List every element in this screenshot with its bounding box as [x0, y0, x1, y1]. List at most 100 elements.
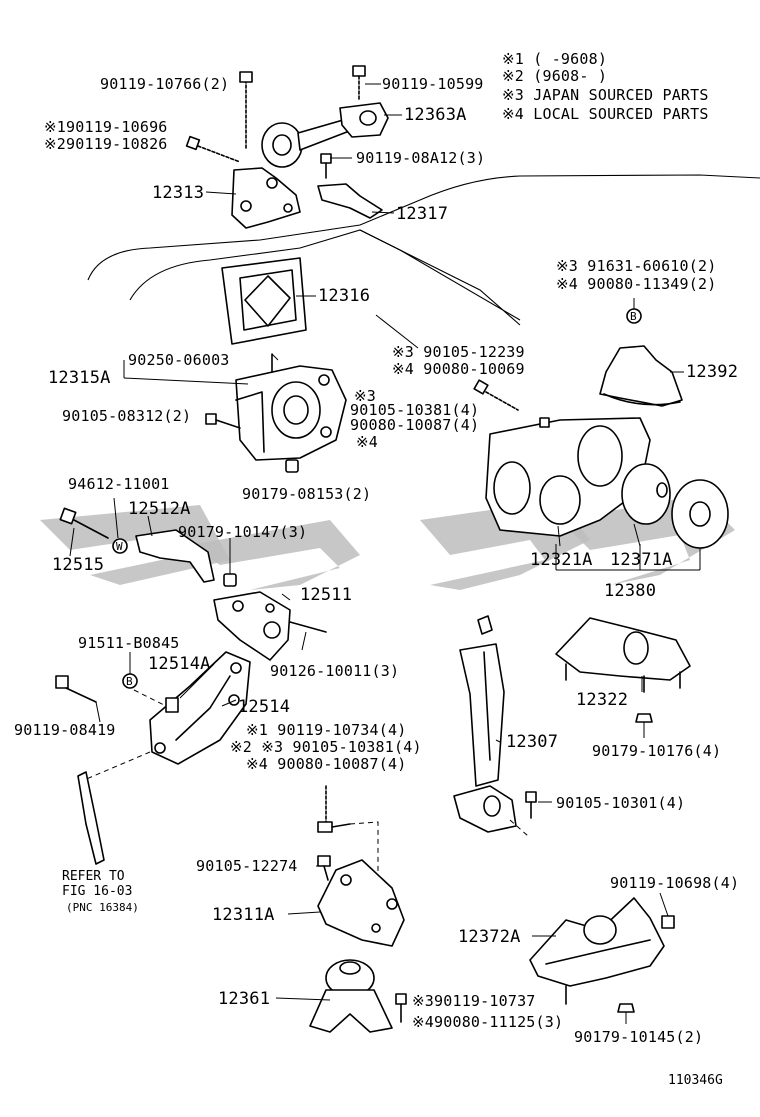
nut-90179-10145: [617, 1003, 635, 1013]
leader-dash-12514A: [133, 689, 167, 707]
label-90080-10069: ※4 90080-10069: [392, 360, 525, 378]
part-12392: [599, 345, 683, 407]
label-12361: 12361: [218, 989, 270, 1009]
label-90080-10087: 90080-10087(4): [350, 416, 479, 434]
leader-lines: [69, 83, 701, 1024]
part-labels: 90119-10766(2) 90119-10599 12363A ※19011…: [14, 75, 739, 1088]
washer-94612-11001: W: [112, 538, 128, 554]
part-12371A: [621, 463, 671, 525]
nut-90179-10147: [223, 573, 237, 587]
label-12514: 12514: [238, 697, 290, 717]
label-90119-10826: ※290119-10826: [44, 135, 168, 153]
label-90119-10696: ※190119-10696: [44, 118, 168, 136]
label-90080-11125: ※490080-11125(3): [412, 1013, 563, 1031]
part-12380: [671, 479, 729, 549]
part-12313: [231, 167, 301, 229]
bolt-90119-10734: [317, 785, 351, 833]
label-90119-08A12: 90119-08A12(3): [356, 149, 485, 167]
bolt-90105-12274: [317, 855, 331, 881]
label-12315A: 12315A: [48, 368, 111, 388]
part-12317: [317, 183, 383, 219]
bolt-90105-08312: [205, 413, 241, 429]
legend: ※1 ( -9608) ※2 (9608- ) ※3 JAPAN SOURCED…: [502, 50, 709, 123]
label-91511-B0845: 91511-B0845: [78, 634, 180, 652]
label-refer-2: FIG 16-03: [62, 884, 132, 899]
legend-note-1: ※1 ( -9608): [502, 50, 607, 68]
label-12311A: 12311A: [212, 905, 275, 925]
label-90119-10766: 90119-10766(2): [100, 75, 229, 93]
label-12514A: 12514A: [148, 654, 211, 674]
leader-dash-12311A: [349, 821, 379, 890]
label-94612-11001: 94612-11001: [68, 475, 170, 493]
legend-note-3: ※3 JAPAN SOURCED PARTS: [502, 86, 709, 104]
washer-b-symbol-2: B: [630, 310, 637, 323]
washer-b-symbol-1: B: [126, 675, 133, 688]
label-12322: 12322: [576, 690, 628, 710]
label-12380: 12380: [604, 581, 656, 601]
label-90119-10737: ※390119-10737: [412, 992, 536, 1010]
part-12514: [149, 651, 251, 765]
label-12313: 12313: [152, 183, 204, 203]
label-12372A: 12372A: [458, 927, 521, 947]
label-91631-60610: ※3 91631-60610(2): [556, 257, 716, 275]
label-90105-12239: ※3 90105-12239: [392, 343, 525, 361]
label-90179-10176: 90179-10176(4): [592, 742, 721, 760]
bolt-90126-10011: [289, 621, 327, 633]
part-12363A: [261, 102, 389, 168]
label-90250-06003: 90250-06003: [128, 351, 230, 369]
label-note-3a: ※3: [354, 387, 376, 405]
part-refer-strap: [77, 771, 105, 865]
label-90105-10301: 90105-10301(4): [556, 794, 685, 812]
bolt-90105-10301: [525, 791, 537, 819]
bolt-90119-10696: [185, 135, 241, 163]
figure-id: 110346G: [668, 1073, 723, 1088]
part-12311A: [317, 859, 405, 947]
washer-w-symbol: W: [116, 540, 123, 553]
leader-dash-12307: [509, 819, 529, 837]
bolt-90119-10737: [395, 985, 567, 1023]
bolt-90119-10766: [239, 71, 253, 151]
label-12511: 12511: [300, 585, 352, 605]
part-12514A: [165, 697, 179, 713]
nut-90179-08153: [285, 459, 299, 473]
label-refer-1: REFER TO: [62, 869, 125, 884]
label-12392: 12392: [686, 362, 738, 382]
part-12321A: [485, 417, 651, 537]
part-12511: [213, 591, 291, 661]
part-12307: [453, 615, 517, 833]
nut-90179-10176: [635, 713, 653, 723]
bolts-90105-10381: [473, 379, 550, 428]
leader-dash-refer: [83, 751, 151, 781]
label-90105-12274: 90105-12274: [196, 857, 298, 875]
label-90119-08419: 90119-08419: [14, 721, 116, 739]
bolt-12515: [59, 507, 109, 539]
label-90119-10698: 90119-10698(4): [610, 874, 739, 892]
engine-outline: [87, 174, 760, 326]
label-12363A: 12363A: [404, 105, 467, 125]
label-90179-10145: 90179-10145(2): [574, 1028, 703, 1046]
bolt-90119-08A12: [320, 153, 332, 179]
label-note-4a: ※4: [356, 433, 378, 451]
label-12307: 12307: [506, 732, 558, 752]
label-90179-10147: 90179-10147(3): [178, 523, 307, 541]
label-12512A: 12512A: [128, 499, 191, 519]
label-90105-10381: 90105-10381(4): [350, 401, 479, 419]
label-90080-11349: ※4 90080-11349(2): [556, 275, 716, 293]
part-12361: [309, 959, 393, 1033]
legend-note-2: ※2 (9608- ): [502, 67, 607, 85]
label-refer-3: (PNC 16384): [66, 901, 139, 914]
bolt-90119-08419: [55, 675, 97, 703]
label-12371A: 12371A: [610, 550, 673, 570]
label-90105-10381-b: ※2 ※3 90105-10381(4): [230, 738, 422, 756]
label-90119-10599: 90119-10599: [382, 75, 484, 93]
legend-note-4: ※4 LOCAL SOURCED PARTS: [502, 105, 709, 123]
label-90179-08153: 90179-08153(2): [242, 485, 371, 503]
bolt-90119-10599: [352, 65, 366, 101]
part-12512A: [135, 529, 215, 583]
label-12321A: 12321A: [530, 550, 593, 570]
part-12322: [555, 617, 691, 693]
label-90119-10734: ※1 90119-10734(4): [246, 721, 406, 739]
part-12316: [221, 257, 307, 345]
part-12372A: [529, 897, 665, 987]
